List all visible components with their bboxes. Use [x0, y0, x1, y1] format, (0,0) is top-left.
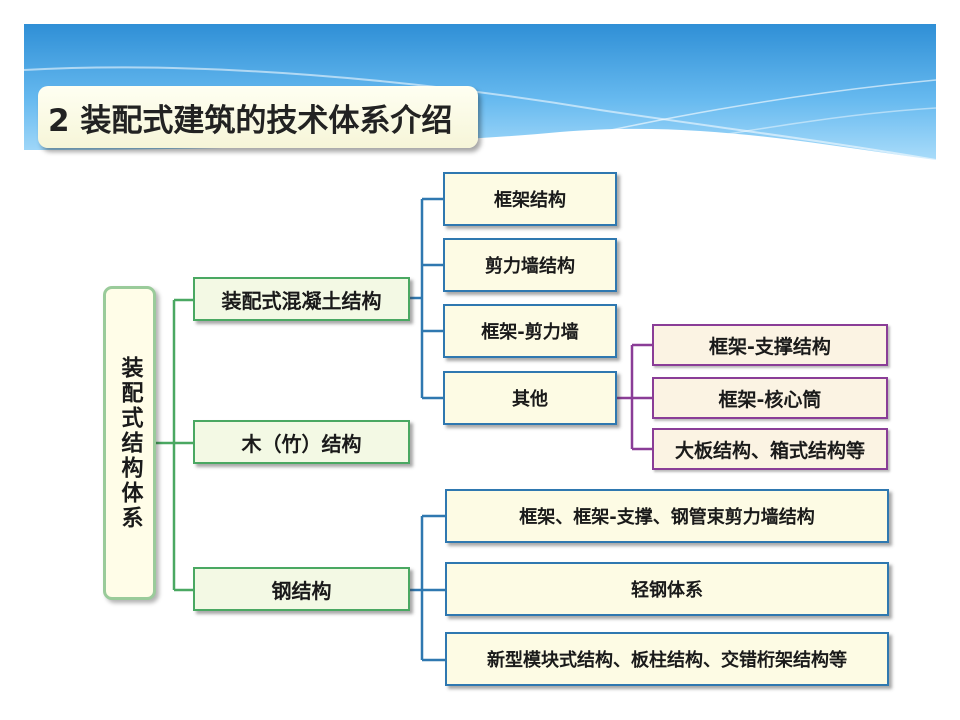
node-shear-wall-structure: 剪力墙结构 [443, 238, 617, 292]
node-light-steel-system: 轻钢体系 [445, 562, 889, 616]
node-timber-structure-label: 木（竹）结构 [241, 431, 362, 456]
node-frame-shear-wall-label: 框架-剪力墙 [481, 322, 579, 343]
node-frame-structure: 框架结构 [443, 172, 617, 226]
node-frame-core-tube-label: 框架-核心筒 [718, 388, 822, 411]
node-frame-structure-label: 框架结构 [494, 190, 566, 211]
node-steel-frame-types: 框架、框架-支撑、钢管束剪力墙结构 [445, 489, 889, 543]
node-frame-brace-structure-label: 框架-支撑结构 [709, 335, 831, 358]
root-label: 装配式结构体系 [117, 355, 143, 531]
node-frame-shear-wall: 框架-剪力墙 [443, 304, 617, 358]
node-new-steel-types: 新型模块式结构、板柱结构、交错桁架结构等 [445, 632, 889, 686]
node-new-steel-types-label: 新型模块式结构、板柱结构、交错桁架结构等 [487, 650, 847, 671]
node-other-label: 其他 [512, 389, 548, 410]
node-frame-core-tube: 框架-核心筒 [652, 377, 888, 419]
node-concrete-structure-label: 装配式混凝土结构 [221, 288, 382, 313]
slide-title: 2 装配式建筑的技术体系介绍 [38, 86, 478, 148]
node-frame-brace-structure: 框架-支撑结构 [652, 324, 888, 366]
node-concrete-structure: 装配式混凝土结构 [193, 277, 410, 321]
root-node: 装配式结构体系 [103, 286, 156, 600]
node-light-steel-system-label: 轻钢体系 [631, 580, 703, 601]
node-timber-structure: 木（竹）结构 [193, 420, 410, 464]
node-large-panel-box-structure: 大板结构、箱式结构等 [652, 428, 888, 470]
node-steel-structure-label: 钢结构 [271, 578, 332, 603]
node-other: 其他 [443, 371, 617, 425]
node-steel-frame-types-label: 框架、框架-支撑、钢管束剪力墙结构 [519, 507, 815, 528]
node-large-panel-box-structure-label: 大板结构、箱式结构等 [674, 439, 865, 462]
node-shear-wall-structure-label: 剪力墙结构 [485, 256, 575, 277]
node-steel-structure: 钢结构 [193, 567, 410, 611]
